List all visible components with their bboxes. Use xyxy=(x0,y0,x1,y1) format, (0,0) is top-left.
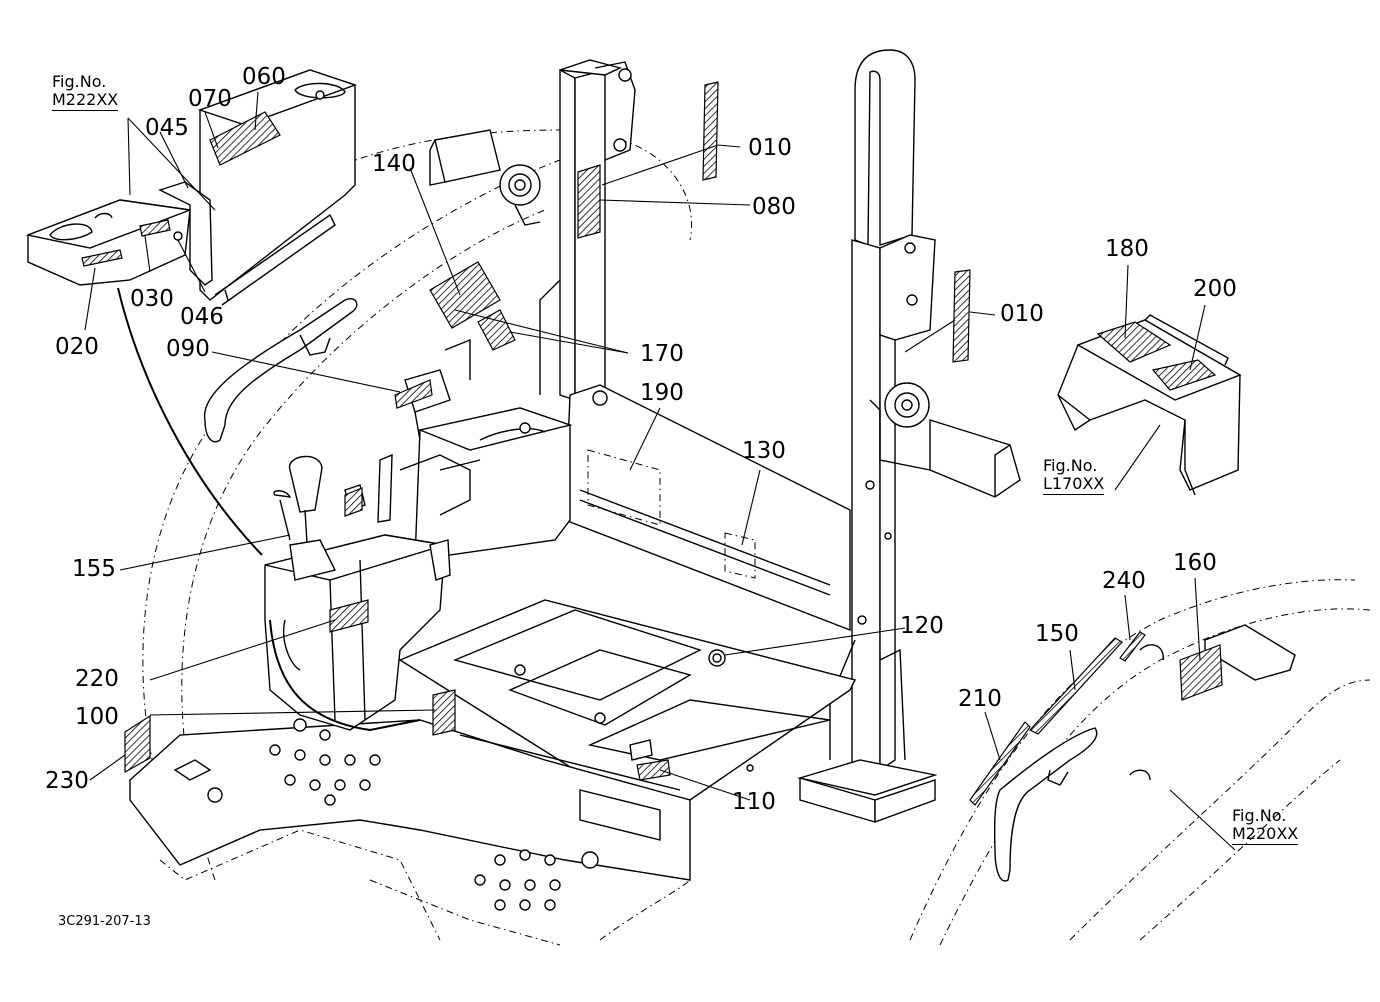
part-label-220: 220 xyxy=(75,666,119,692)
work-lamp-right xyxy=(869,382,1021,498)
seat-base-panel xyxy=(564,384,851,632)
part-label-150: 150 xyxy=(1035,621,1079,647)
floor-plate xyxy=(129,599,857,946)
floor-holes xyxy=(173,718,599,911)
part-label-240: 240 xyxy=(1102,568,1146,594)
part-label-155: 155 xyxy=(72,556,116,582)
right-console xyxy=(399,407,573,561)
vent-grilles xyxy=(587,449,756,579)
part-label-030: 030 xyxy=(130,286,174,312)
fig-ref-title: Fig.No. xyxy=(1043,456,1098,475)
decals xyxy=(81,81,1223,806)
part-label-210: 210 xyxy=(958,686,1002,712)
part-label-170: 170 xyxy=(640,341,684,367)
fig-ref-number: M220XX xyxy=(1232,824,1299,845)
part-label-080: 080 xyxy=(752,194,796,220)
part-label-200: 200 xyxy=(1193,276,1237,302)
part-label-010-upper: 010 xyxy=(748,135,792,161)
part-label-120: 120 xyxy=(900,613,944,639)
part-label-180: 180 xyxy=(1105,236,1149,262)
part-label-190: 190 xyxy=(640,380,684,406)
part-label-020: 020 xyxy=(55,334,99,360)
left-grab-handle xyxy=(203,298,358,443)
leader-lines xyxy=(84,91,1236,851)
part-label-110: 110 xyxy=(732,789,776,815)
part-label-160: 160 xyxy=(1173,550,1217,576)
part-label-130: 130 xyxy=(742,438,786,464)
part-label-090: 090 xyxy=(166,336,210,362)
left-console xyxy=(264,453,451,732)
assembly-arrow xyxy=(117,287,263,556)
part-label-070: 070 xyxy=(188,86,232,112)
fig-ref-number: L170XX xyxy=(1043,474,1105,495)
part-label-100: 100 xyxy=(75,704,119,730)
fig-ref-l170xx: Fig.No. L170XX xyxy=(1043,456,1105,495)
rops-post-right xyxy=(797,49,938,824)
work-lamp-left xyxy=(429,129,541,226)
drawing-code: 3C291-207-13 xyxy=(58,914,151,929)
fig-ref-title: Fig.No. xyxy=(1232,806,1287,825)
part-label-140: 140 xyxy=(372,151,416,177)
fig-ref-m222xx: Fig.No. M222XX xyxy=(52,72,119,111)
fittings xyxy=(629,480,892,772)
part-label-010-lower: 010 xyxy=(1000,301,1044,327)
part-label-060: 060 xyxy=(242,64,286,90)
part-label-046: 046 xyxy=(180,304,224,330)
part-label-230: 230 xyxy=(45,768,89,794)
part-label-045: 045 xyxy=(145,115,189,141)
fig-ref-number: M222XX xyxy=(52,90,119,111)
fig-ref-title: Fig.No. xyxy=(52,72,107,91)
fig-ref-m220xx: Fig.No. M220XX xyxy=(1232,806,1299,845)
